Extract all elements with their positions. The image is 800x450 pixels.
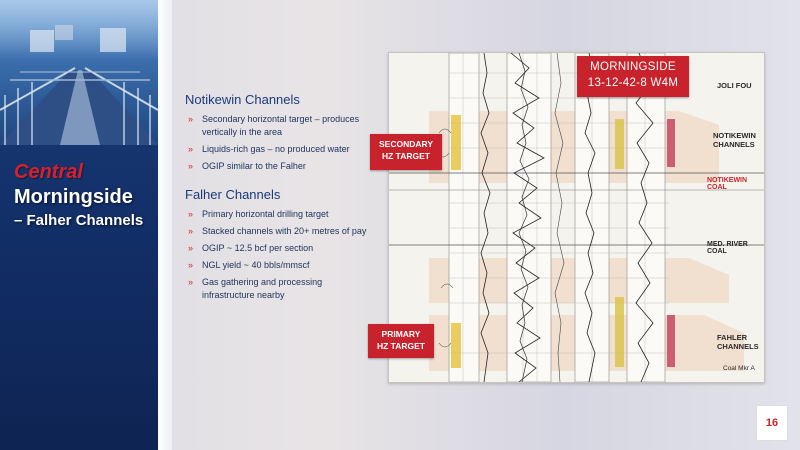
coal-mkr-label: Coal Mkr A — [723, 365, 755, 372]
list-item: » OGIP similar to the Falher — [185, 160, 375, 173]
slide-title: Central Morningside – Falher Channels — [14, 160, 164, 232]
morningside-label-line2: 13-12-42-8 W4M — [587, 77, 679, 89]
secondary-target-label: SECONDARY HZ TARGET — [370, 134, 442, 170]
fahler-label-line2: CHANNELS — [717, 342, 759, 351]
list-item: » Liquids-rich gas – no produced water — [185, 143, 375, 156]
primary-label-line2: HZ TARGET — [376, 341, 425, 351]
bullet-text: OGIP similar to the Falher — [202, 161, 306, 171]
bullet-marker: » — [188, 226, 194, 236]
bullet-text: NGL yield ~ 40 bbls/mmscf — [202, 260, 310, 270]
falher-heading: Falher Channels — [185, 187, 281, 202]
bullet-marker: » — [188, 144, 194, 154]
fahler-label-line1: FAHLER — [717, 333, 747, 342]
notikewin-label-line2: CHANNELS — [713, 140, 755, 149]
secondary-label-line2: HZ TARGET — [381, 151, 430, 161]
primary-label-line1: PRIMARY — [381, 329, 421, 339]
well-log-graphic — [389, 53, 764, 382]
fahler-channels-label: FAHLER CHANNELS — [717, 333, 759, 351]
page-number: 16 — [756, 405, 788, 441]
bullet-text: Gas gathering and processing infrastruct… — [202, 277, 323, 300]
primary-target-label: PRIMARY HZ TARGET — [368, 324, 434, 358]
bullet-text: OGIP ~ 12.5 bcf per section — [202, 243, 314, 253]
bullet-marker: » — [188, 243, 194, 253]
notikewin-label-line1: NOTIKEWIN — [713, 131, 756, 140]
falher-bullets: » Primary horizontal drilling target » Sta… — [185, 208, 375, 302]
list-item: » OGIP ~ 12.5 bcf per section — [185, 242, 375, 255]
title-line-morningside: Morningside — [14, 186, 133, 208]
bullet-marker: » — [188, 161, 194, 171]
morningside-label-line1: MORNINGSIDE — [590, 61, 676, 73]
title-line-falher: – Falher Channels — [14, 212, 144, 229]
notikewin-channels-label: NOTIKEWIN CHANNELS — [713, 131, 756, 149]
med-river-coal-label: MED. RIVER COAL — [707, 241, 748, 255]
content-text: Notikewin Channels » Secondary horizontal… — [185, 92, 375, 316]
secondary-label-line1: SECONDARY — [379, 139, 433, 149]
well-log-figure: JOLI FOU NOTIKEWIN CHANNELS NOTIKEWIN CO… — [388, 52, 765, 383]
list-item: » NGL yield ~ 40 bbls/mmscf — [185, 259, 375, 272]
notikewin-heading: Notikewin Channels — [185, 92, 300, 107]
bullet-text: Secondary horizontal target – produces v… — [202, 114, 360, 137]
bullet-text: Stacked channels with 20+ metres of pay — [202, 226, 367, 236]
list-item: » Stacked channels with 20+ metres of pay — [185, 225, 375, 238]
morningside-well-label: MORNINGSIDE 13-12-42-8 W4M — [577, 56, 689, 97]
bullet-marker: » — [188, 260, 194, 270]
notikewin-coal-label: NOTIKEWIN COAL — [707, 177, 748, 191]
list-item: » Secondary horizontal target – produces … — [185, 113, 375, 139]
bullet-marker: » — [188, 277, 194, 287]
joli-fou-label: JOLI FOU — [717, 81, 752, 90]
title-line-central: Central — [14, 161, 83, 183]
bullet-marker: » — [188, 114, 194, 124]
bullet-text: Liquids-rich gas – no produced water — [202, 144, 350, 154]
pipeline-photo — [0, 0, 158, 145]
left-panel — [0, 0, 158, 450]
divider-strip — [158, 0, 172, 450]
bullet-marker: » — [188, 209, 194, 219]
list-item: » Primary horizontal drilling target — [185, 208, 375, 221]
list-item: » Gas gathering and processing infrastruc… — [185, 276, 375, 302]
notikewin-bullets: » Secondary horizontal target – produces … — [185, 113, 375, 173]
bullet-text: Primary horizontal drilling target — [202, 209, 329, 219]
